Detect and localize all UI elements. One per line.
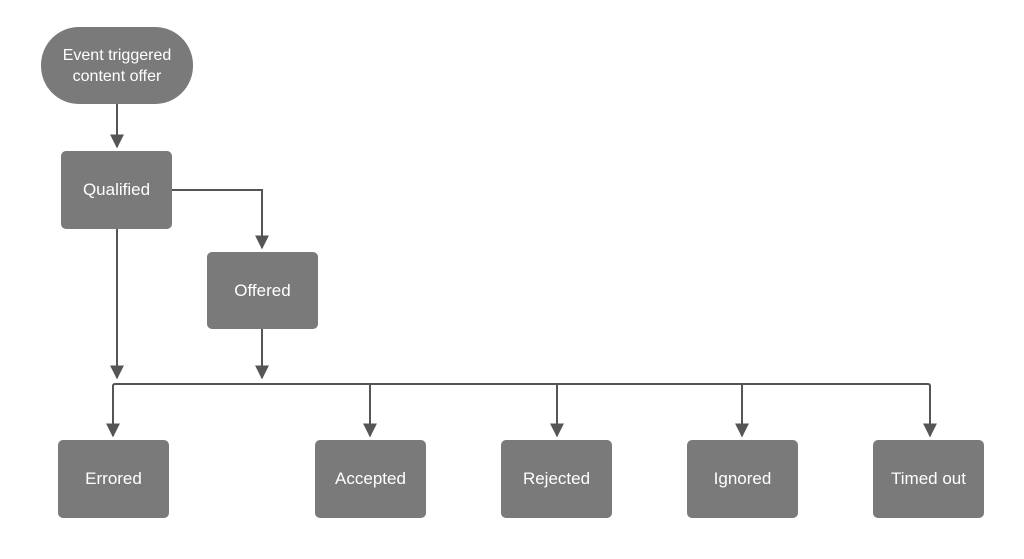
branch-bus	[112, 383, 931, 392]
node-rejected: Rejected	[501, 440, 612, 518]
node-label: Rejected	[522, 469, 591, 488]
node-offered: Offered	[207, 252, 318, 329]
node-accepted: Accepted	[315, 440, 426, 518]
node-label: Offered	[234, 280, 291, 300]
edge-qualified-to-offered	[172, 189, 269, 250]
node-ignored: Ignored	[687, 440, 798, 518]
node-label: Ignored	[713, 469, 772, 488]
node-event-triggered-content-offer: Event triggered content offer	[41, 27, 193, 104]
node-timed-out: Timed out	[873, 440, 984, 518]
node-errored: Errored	[58, 440, 169, 518]
node-label: Event triggered content offer	[62, 46, 172, 85]
node-qualified: Qualified	[61, 151, 172, 229]
node-label: Timed out	[891, 469, 966, 488]
node-label: Accepted	[335, 469, 406, 488]
node-label: Qualified	[82, 180, 151, 199]
node-label: Errored	[85, 469, 142, 488]
